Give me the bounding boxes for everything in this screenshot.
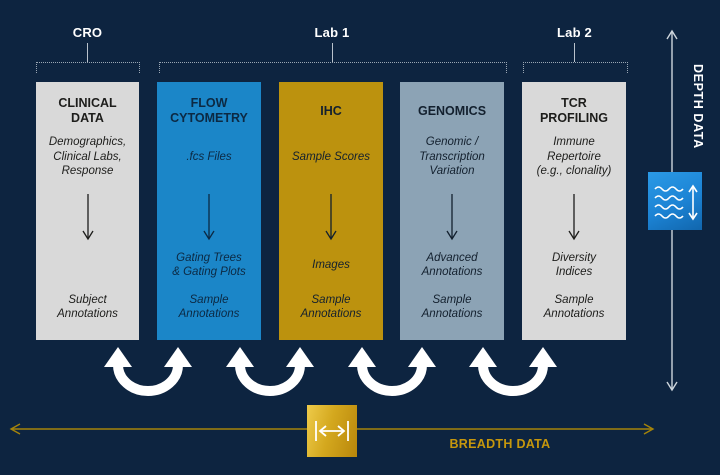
horizontal-double-arrow-glyph [315, 421, 349, 441]
column-annotations: Sample Annotations [421, 293, 483, 320]
column-title: CLINICAL DATA [58, 96, 117, 125]
column-subtitle: .fcs Files [186, 150, 232, 163]
column-subtitle: Immune Repertoire (e.g., clonality) [536, 136, 612, 178]
column-title: TCR PROFILING [539, 96, 609, 125]
down-arrow-icon [203, 194, 215, 241]
group-label-cro: CRO [72, 25, 103, 40]
breadth-axis-label: BREADTH DATA [449, 437, 551, 451]
bracket-tick-cro [87, 43, 88, 62]
exchange-arrow-icon [469, 347, 557, 396]
column-flow-cytometry: FLOW CYTOMETRY .fcs Files Gating Trees &… [157, 82, 261, 340]
column-subtitle: Demographics, Clinical Labs, Response [48, 136, 127, 178]
column-annotations: Sample Annotations [543, 293, 605, 320]
down-arrow-icon [325, 194, 337, 241]
exchange-arrow-icon [226, 347, 314, 396]
exchange-arrow-icon [348, 347, 436, 396]
bracket-lab1 [159, 62, 507, 73]
column-tcr-profiling: TCR PROFILING Immune Repertoire (e.g., c… [522, 82, 626, 340]
bracket-lab2 [523, 62, 628, 73]
bracket-cro [36, 62, 140, 73]
column-subtitle: Genomic / Transcription Variation [419, 136, 485, 178]
depth-gauge-icon [648, 172, 702, 230]
group-label-lab2: Lab 2 [557, 25, 592, 40]
column-output: Diversity Indices [551, 251, 597, 278]
breadth-width-icon [307, 405, 357, 457]
column-title: GENOMICS [417, 103, 487, 118]
column-annotations: Subject Annotations [57, 293, 118, 320]
column-clinical-data: CLINICAL DATA Demographics, Clinical Lab… [36, 82, 139, 340]
down-arrow-icon [568, 194, 580, 241]
depth-axis-label: DEPTH DATA [691, 64, 705, 149]
down-arrow-icon [81, 194, 94, 241]
column-genomics: GENOMICS Genomic / Transcription Variati… [400, 82, 504, 340]
column-annotations: Sample Annotations [300, 293, 362, 320]
group-label-lab1: Lab 1 [314, 25, 350, 40]
column-output: Gating Trees & Gating Plots [172, 251, 246, 278]
column-title: IHC [320, 103, 342, 118]
bracket-tick-lab2 [574, 43, 575, 62]
column-ihc: IHC Sample Scores Images Sample Annotati… [279, 82, 383, 340]
bracket-tick-lab1 [332, 43, 333, 62]
column-subtitle: Sample Scores [292, 150, 370, 163]
column-annotations: Sample Annotations [178, 293, 240, 320]
column-title: FLOW CYTOMETRY [170, 96, 248, 125]
down-arrow-icon [446, 194, 458, 241]
column-output: Images [312, 258, 350, 271]
exchange-arrow-icon [104, 347, 192, 396]
waves-with-arrow-glyph [654, 184, 698, 221]
column-output: Advanced Annotations [421, 251, 483, 278]
